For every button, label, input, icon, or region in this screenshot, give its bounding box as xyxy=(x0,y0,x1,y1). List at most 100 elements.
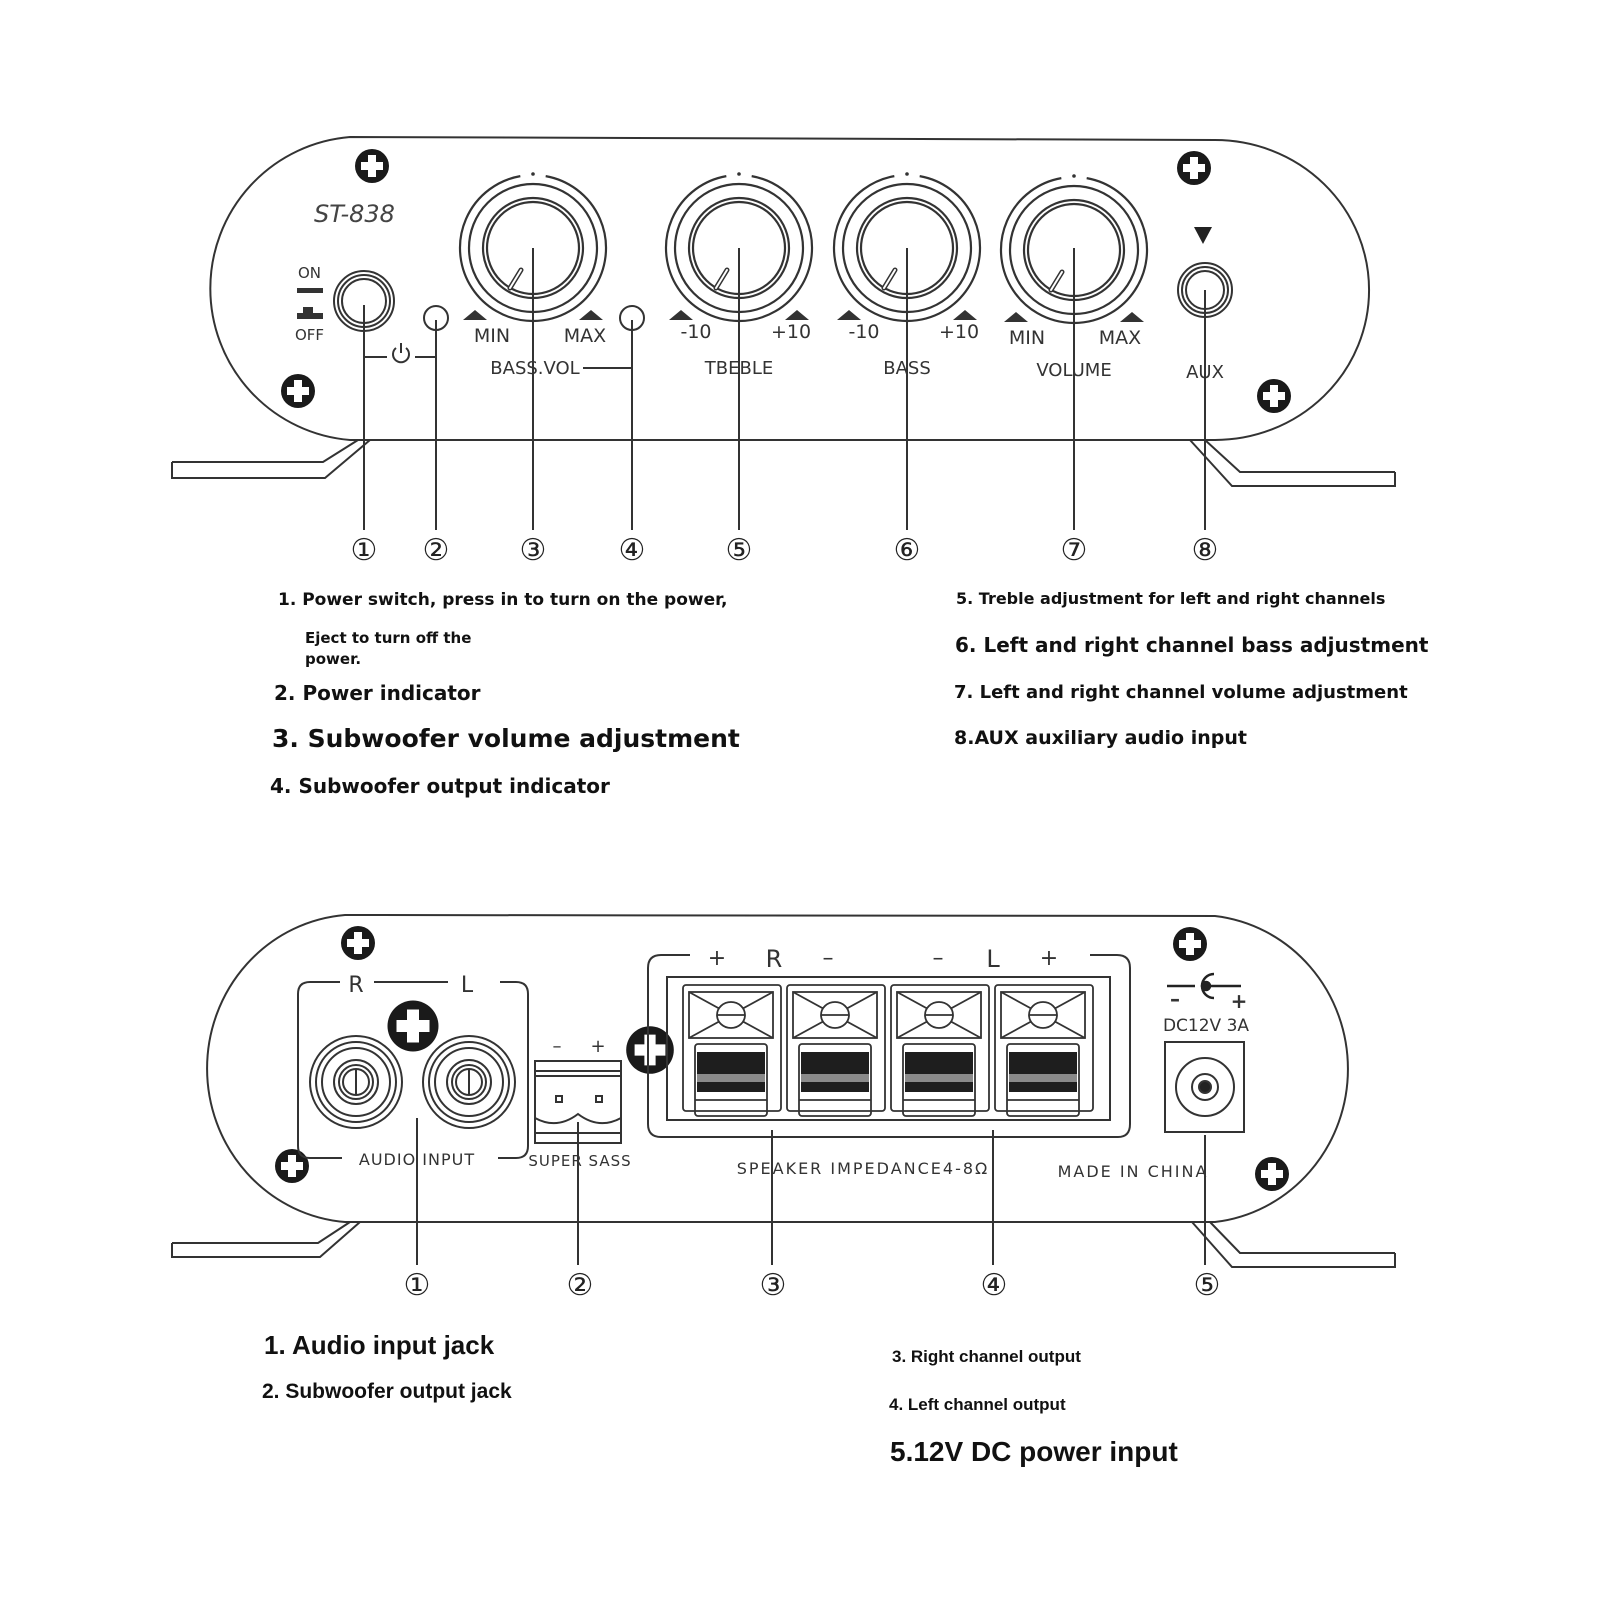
front-desc-1-line-3: power. xyxy=(305,650,362,668)
screw-icon xyxy=(1257,379,1291,413)
screw-icon xyxy=(1177,151,1211,185)
front-right-foot xyxy=(1189,439,1396,487)
speaker-terminal-bracket xyxy=(647,954,1131,1138)
knob-scale-arc xyxy=(664,175,814,323)
front-callout-2: ② xyxy=(423,533,450,568)
screw-icon xyxy=(387,1000,439,1052)
knob-min-arrow-icon xyxy=(463,310,487,320)
rear-right-foot xyxy=(1191,1221,1396,1268)
screw-icon xyxy=(275,1149,309,1183)
knob-treble[interactable] xyxy=(664,172,814,323)
dc-plus: + xyxy=(1231,989,1248,1013)
screw-icon xyxy=(1173,927,1207,961)
power-on-label: ON xyxy=(298,264,321,282)
front-leader-lines xyxy=(363,248,1206,530)
knob-volume[interactable] xyxy=(999,174,1149,325)
front-desc-2: 2. Power indicator xyxy=(274,681,481,705)
rear-panel-outline xyxy=(206,913,1349,1223)
power-off-label: OFF xyxy=(295,326,324,344)
rear-callout-3: ③ xyxy=(760,1268,787,1303)
spk-r-minus: – xyxy=(823,946,834,971)
screw-icon xyxy=(355,149,389,183)
subwoofer-indicator-led xyxy=(619,305,645,331)
made-in-label: MADE IN CHINA xyxy=(1058,1162,1209,1181)
front-desc-3: 3. Subwoofer volume adjustment xyxy=(272,724,740,753)
front-desc-1-line-2: Eject to turn off the xyxy=(305,629,472,647)
knob-name-label: BASS.VOL xyxy=(490,358,579,379)
front-callout-6: ⑥ xyxy=(894,533,921,568)
audio-input-l-label: L xyxy=(461,973,474,998)
knob-scale-arc xyxy=(999,177,1149,325)
knob-bass[interactable] xyxy=(832,172,982,323)
front-desc-1: 1. Power switch, press in to turn on the… xyxy=(278,590,728,610)
spk-l-plus: + xyxy=(1040,946,1058,971)
rear-left-foot xyxy=(171,1221,361,1258)
audio-input-bracket xyxy=(297,981,529,1159)
rear-desc-2: 2. Subwoofer output jack xyxy=(262,1380,512,1403)
knob-min-arrow-icon xyxy=(669,310,693,320)
front-callout-1: ① xyxy=(351,533,378,568)
speaker-impedance-label: SPEAKER IMPEDANCE4-8Ω xyxy=(737,1159,990,1178)
audio-input-r-label: R xyxy=(348,973,363,998)
model-label: ST-838 xyxy=(314,200,395,228)
front-panel-outline xyxy=(209,135,1370,441)
rear-desc-1: 1. Audio input jack xyxy=(264,1330,495,1360)
knob-name-label: TBEBLE xyxy=(704,358,773,379)
knob-max-arrow-icon xyxy=(785,310,809,320)
knob-center-dot xyxy=(1072,174,1076,178)
spk-l-minus: – xyxy=(933,946,944,971)
knob-center-dot xyxy=(905,172,909,176)
knob-min-label: -10 xyxy=(680,321,711,343)
front-callout-7: ⑦ xyxy=(1061,533,1088,568)
rear-desc-3: 3. Right channel output xyxy=(892,1347,1081,1366)
rear-callout-5: ⑤ xyxy=(1194,1268,1221,1303)
front-panel xyxy=(171,135,1396,487)
knob-scale-arc xyxy=(458,175,608,323)
screw-icon xyxy=(341,926,375,960)
knob-min-arrow-icon xyxy=(837,310,861,320)
knob-min-arrow-icon xyxy=(1004,312,1028,322)
aux-label: AUX xyxy=(1186,362,1224,383)
knob-name-label: BASS xyxy=(883,358,931,379)
front-callout-8: ⑧ xyxy=(1192,533,1219,568)
knob-max-arrow-icon xyxy=(953,310,977,320)
knob-name-label: VOLUME xyxy=(1036,360,1111,381)
knob-max-label: MAX xyxy=(564,325,606,347)
rear-panel xyxy=(171,913,1396,1268)
front-desc-7: 7. Left and right channel volume adjustm… xyxy=(954,682,1408,703)
spk-l-label: L xyxy=(986,945,1000,973)
subwoofer-output-terminal[interactable] xyxy=(534,1060,622,1144)
sub-minus-label: – xyxy=(553,1036,562,1057)
rear-desc-4: 4. Left channel output xyxy=(889,1395,1066,1414)
knob-max-label: MAX xyxy=(1099,327,1141,349)
speaker-terminal-3[interactable] xyxy=(890,984,990,1117)
spk-r-plus: + xyxy=(708,946,726,971)
aux-jack[interactable] xyxy=(1177,262,1233,318)
front-desc-4: 4. Subwoofer output indicator xyxy=(270,774,610,798)
knob-max-label: +10 xyxy=(939,321,979,343)
rear-callout-1: ① xyxy=(404,1268,431,1303)
speaker-terminal-2[interactable] xyxy=(786,984,886,1117)
knob-max-label: +10 xyxy=(771,321,811,343)
knob-center-dot xyxy=(737,172,741,176)
knob-min-label: MIN xyxy=(474,325,510,347)
dc-polarity-icon xyxy=(1167,972,1241,1000)
knob-bass-vol[interactable] xyxy=(458,172,608,323)
rear-desc-5: 5.12V DC power input xyxy=(890,1436,1178,1467)
rear-callout-2: ② xyxy=(567,1268,594,1303)
speaker-terminal-4[interactable] xyxy=(994,984,1094,1117)
rear-callout-4: ④ xyxy=(981,1268,1008,1303)
front-callout-3: ③ xyxy=(520,533,547,568)
rca-jack-right[interactable] xyxy=(309,1035,403,1129)
knob-scale-arc xyxy=(832,175,982,323)
switch-off-icon xyxy=(297,307,323,319)
speaker-terminal-1[interactable] xyxy=(682,984,782,1117)
dc-power-jack[interactable] xyxy=(1164,1041,1245,1133)
front-desc-8: 8.AUX auxiliary audio input xyxy=(954,727,1247,749)
super-sass-label: SUPER SASS xyxy=(528,1152,631,1170)
screw-icon xyxy=(1255,1157,1289,1191)
sub-plus-label: + xyxy=(590,1036,605,1057)
rca-jack-left[interactable] xyxy=(422,1035,516,1129)
knob-min-label: MIN xyxy=(1009,327,1045,349)
